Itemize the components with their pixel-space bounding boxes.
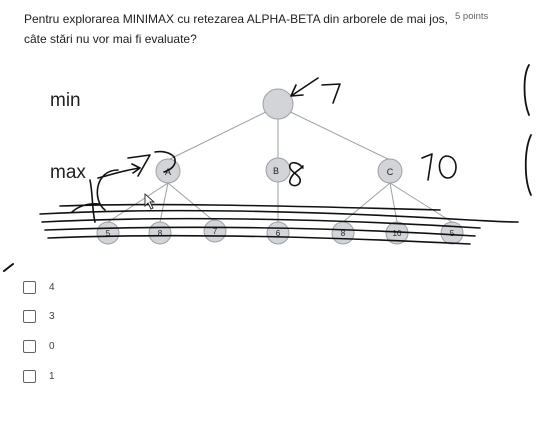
option-3[interactable]: 3 <box>23 307 223 325</box>
scribble-line <box>39 209 519 223</box>
node-c-label: C <box>387 167 394 177</box>
scribble-line <box>47 234 471 245</box>
checkbox[interactable] <box>23 369 36 383</box>
leaf-value: 5 <box>106 229 111 238</box>
node-a-label: A <box>165 167 171 177</box>
node-a-loop-stroke <box>96 169 119 211</box>
node-c-zero-stroke <box>438 155 457 179</box>
leaf-value: 7 <box>213 227 218 236</box>
node-a-bracket-stroke <box>154 150 176 173</box>
points-badge: 5 points <box>455 11 489 22</box>
root-node <box>262 88 294 120</box>
handwriting <box>39 77 519 245</box>
option-0[interactable]: 0 <box>23 337 223 355</box>
node-a-seven-stroke <box>127 154 151 177</box>
node-b: B <box>265 157 291 183</box>
option-label: 0 <box>49 340 55 352</box>
node-b-eight-stroke <box>288 161 304 187</box>
scribble-line <box>89 179 96 223</box>
option-label: 4 <box>49 281 55 293</box>
option-label: 3 <box>49 310 55 322</box>
scribble-line <box>44 226 476 237</box>
margin-brackets <box>523 64 532 196</box>
root-seven-stroke <box>321 83 341 104</box>
node-c-one-stroke <box>421 153 433 181</box>
mouse-cursor-icon <box>144 192 156 210</box>
node-b-label: B <box>273 166 279 176</box>
leaf-value: 8 <box>341 229 346 238</box>
node-c: C <box>377 158 403 184</box>
checkbox[interactable] <box>23 339 36 353</box>
leaf-node <box>440 221 464 245</box>
option-4[interactable]: 4 <box>23 278 223 296</box>
leaf-value: 8 <box>158 229 163 238</box>
root-arrow-stroke <box>290 77 319 97</box>
option-label: 1 <box>49 370 55 382</box>
option-1[interactable]: 1 <box>23 367 223 385</box>
leaf-value: 6 <box>276 229 281 238</box>
tree-diagram: min max A B C 5 8 7 6 8 10 5 <box>39 77 519 245</box>
leaf-value: 10 <box>393 229 402 238</box>
question-text: Pentru explorarea MINIMAX cu retezarea A… <box>24 12 448 46</box>
scribble-line <box>41 217 481 229</box>
checkbox[interactable] <box>23 280 36 294</box>
tree-edges <box>107 105 453 223</box>
scribble-line <box>59 203 441 211</box>
max-level-label: max <box>50 162 86 183</box>
pen-mark <box>3 263 14 272</box>
node-a-arrow-stroke <box>97 163 141 179</box>
min-level-label: min <box>50 90 81 111</box>
checkbox[interactable] <box>23 309 36 323</box>
leaf-value: 5 <box>450 229 455 238</box>
scribble-line <box>71 202 101 213</box>
